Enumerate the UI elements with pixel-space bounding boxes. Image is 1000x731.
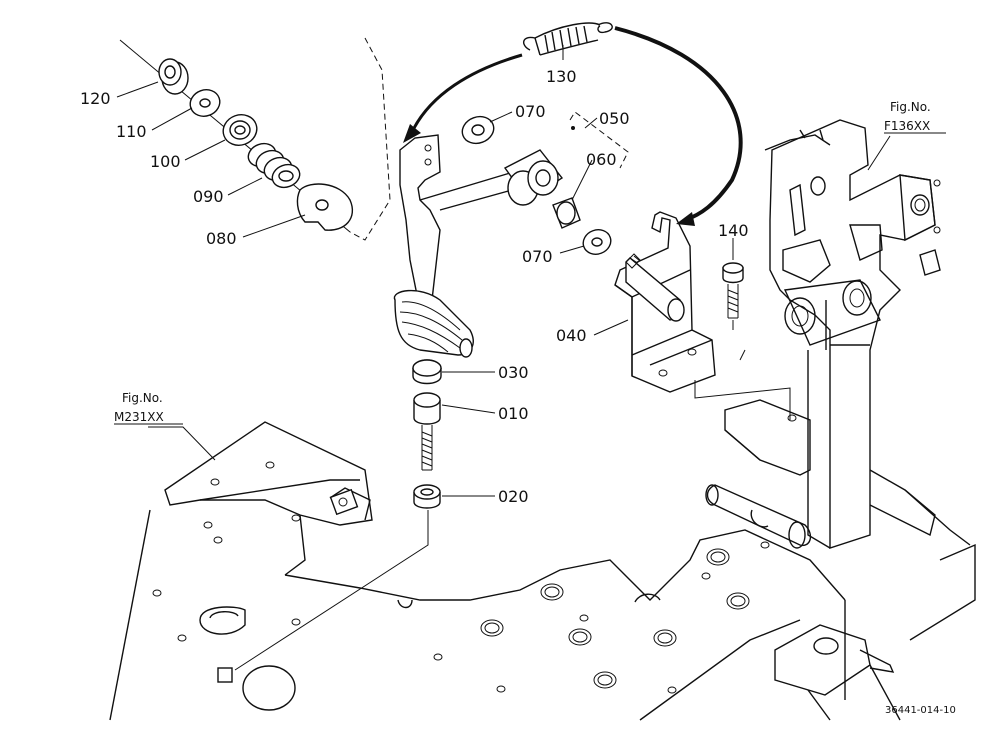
label-020: 020 bbox=[498, 487, 529, 506]
part-040-bracket bbox=[614, 211, 716, 393]
pillar-assembly bbox=[705, 119, 976, 721]
label-010: 010 bbox=[498, 404, 529, 423]
ref-m231-title: Fig.No. bbox=[122, 391, 163, 405]
spring-130 bbox=[523, 22, 613, 56]
label-120: 120 bbox=[80, 89, 111, 108]
label-110: 110 bbox=[116, 122, 147, 141]
exploded-parts bbox=[119, 37, 391, 241]
bushing-group bbox=[461, 111, 629, 255]
label-100: 100 bbox=[150, 152, 181, 171]
label-140: 140 bbox=[718, 221, 749, 240]
label-080: 080 bbox=[206, 229, 237, 248]
ref-f136-code: F136XX bbox=[884, 119, 930, 133]
part-number-labels: 120 110 100 090 080 130 070 050 060 070 … bbox=[80, 67, 749, 506]
label-050: 050 bbox=[599, 109, 630, 128]
bolt-stack bbox=[234, 262, 791, 671]
ref-f136-title: Fig.No. bbox=[890, 100, 931, 114]
leader-lines bbox=[116, 45, 891, 497]
label-040: 040 bbox=[556, 326, 587, 345]
label-090: 090 bbox=[193, 187, 224, 206]
label-070-upper: 070 bbox=[515, 102, 546, 121]
drawing-code: 36441-014-10 bbox=[885, 705, 956, 716]
label-070-lower: 070 bbox=[522, 247, 553, 266]
ref-m231-code: M231XX bbox=[114, 410, 164, 424]
label-030: 030 bbox=[498, 363, 529, 382]
label-130: 130 bbox=[546, 67, 577, 86]
label-060: 060 bbox=[586, 150, 617, 169]
assembly-arrows bbox=[403, 26, 743, 226]
floor-plate bbox=[109, 421, 846, 721]
figure-references: Fig.No. F136XX Fig.No. M231XX bbox=[114, 100, 946, 425]
